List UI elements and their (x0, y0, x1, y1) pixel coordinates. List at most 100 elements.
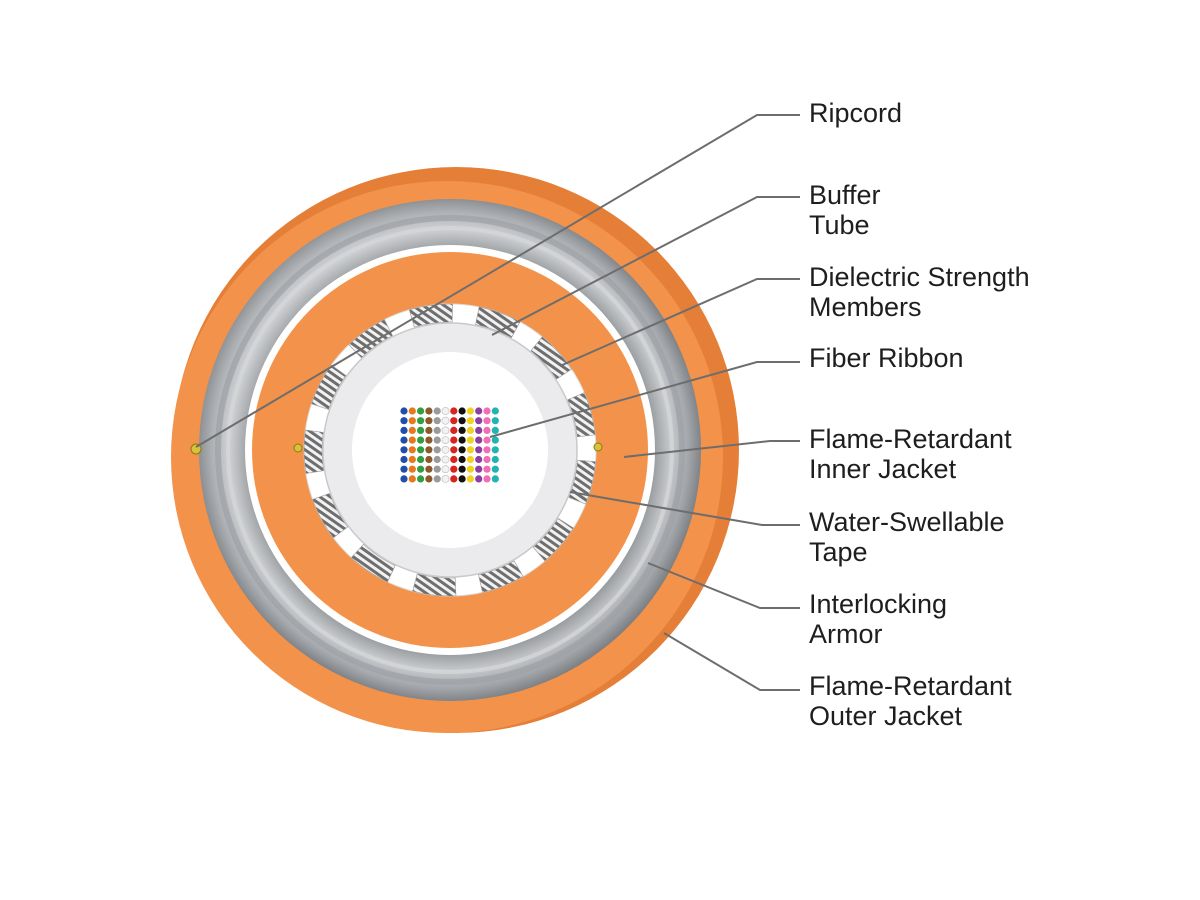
label-water-swellable-line1: Water-Swellable (809, 507, 1005, 537)
fiber (400, 436, 408, 444)
fiber (417, 407, 425, 415)
ripcords (190, 442, 603, 455)
fiber (408, 436, 416, 444)
leader-water-swellable-tape (569, 491, 800, 526)
fiber (417, 426, 425, 434)
fiber (400, 426, 408, 434)
fiber (491, 407, 499, 415)
fiber (408, 417, 416, 425)
fiber (491, 436, 499, 444)
fiber (450, 465, 458, 473)
strength-member-segment (348, 319, 393, 359)
strength-member-segment (311, 364, 347, 410)
fiber (425, 446, 433, 454)
fiber (400, 475, 408, 483)
fiber (483, 417, 491, 425)
strength-member-segment (412, 573, 457, 597)
fiber (458, 465, 466, 473)
fiber (475, 407, 483, 415)
label-ripcord: Ripcord (809, 98, 902, 128)
fiber (417, 446, 425, 454)
ripcord-inner-right (593, 442, 603, 452)
fiber (450, 455, 458, 464)
fiber (441, 455, 450, 464)
fiber (400, 446, 408, 454)
fiber (441, 407, 450, 415)
fiber (466, 417, 474, 425)
fiber (466, 407, 474, 415)
fiber (491, 475, 499, 483)
label-fiber-ribbon-line1: Fiber Ribbon (809, 343, 964, 373)
fiber (433, 426, 441, 434)
fiber (450, 426, 458, 434)
fiber (458, 407, 466, 415)
label-dielectric-line1: Dielectric Strength (809, 262, 1030, 292)
fiber (400, 455, 408, 464)
label-water-swellable-line2: Tape (809, 537, 868, 567)
fiber (475, 475, 483, 483)
fiber (458, 417, 466, 425)
label-interlocking-armor-line2: Armor (809, 619, 883, 649)
label-inner-jacket: Flame-Retardant Inner Jacket (809, 424, 1012, 484)
fiber (491, 426, 499, 434)
fiber (458, 455, 466, 464)
armor-ridge-light (226, 226, 674, 674)
label-outer-jacket: Flame-Retardant Outer Jacket (809, 671, 1012, 731)
fiber (441, 436, 450, 444)
fiber-ribbon-stack (400, 407, 499, 483)
fiber (483, 465, 491, 473)
fiber (458, 436, 466, 444)
fiber (441, 465, 450, 474)
ripcord-inner-left (293, 443, 303, 453)
fiber (475, 446, 483, 454)
fiber (491, 465, 499, 473)
fiber (408, 465, 416, 473)
fiber (441, 474, 450, 483)
label-ripcord-line1: Ripcord (809, 98, 903, 128)
fiber (466, 475, 474, 483)
fiber (408, 475, 416, 483)
fiber (458, 426, 466, 434)
label-inner-jacket-line2: Inner Jacket (809, 454, 957, 484)
strength-member-segment (350, 543, 396, 583)
label-dielectric-line2: Members (809, 292, 922, 322)
fiber (408, 446, 416, 454)
buffer-tube-inner (352, 352, 548, 548)
fiber (458, 475, 466, 483)
leader-fiber-ribbon (489, 361, 800, 438)
label-inner-jacket-line1: Flame-Retardant (809, 424, 1012, 454)
fiber (441, 445, 450, 454)
fiber (408, 455, 416, 464)
fiber (425, 407, 433, 415)
strength-member-segment (303, 429, 325, 474)
fiber (475, 455, 483, 464)
fiber (441, 416, 450, 425)
strength-member-segment (567, 392, 596, 438)
fiber (417, 465, 425, 473)
fiber (483, 455, 491, 464)
fiber (425, 465, 433, 473)
fiber (408, 426, 416, 434)
fiber (433, 407, 441, 415)
fiber (491, 455, 499, 464)
label-outer-jacket-line2: Outer Jacket (809, 701, 963, 731)
fiber (466, 436, 474, 444)
fiber (466, 455, 474, 464)
fiber (450, 475, 458, 483)
strength-member-segment (475, 306, 521, 339)
leader-buffer-tube (491, 196, 800, 336)
fiber (450, 407, 458, 415)
label-dielectric-strength-members: Dielectric Strength Members (809, 262, 1030, 322)
fiber (475, 436, 483, 444)
fiber (417, 455, 425, 464)
strength-member-segment (532, 517, 574, 562)
fiber (425, 455, 433, 464)
fiber (433, 475, 441, 483)
fiber (433, 446, 441, 454)
label-water-swellable-tape: Water-Swellable Tape (809, 507, 1005, 567)
fiber (400, 407, 408, 415)
fiber (458, 446, 466, 454)
label-interlocking-armor: Interlocking Armor (809, 589, 947, 649)
leader-dielectric-strength-members (559, 278, 800, 367)
fiber (433, 455, 441, 464)
